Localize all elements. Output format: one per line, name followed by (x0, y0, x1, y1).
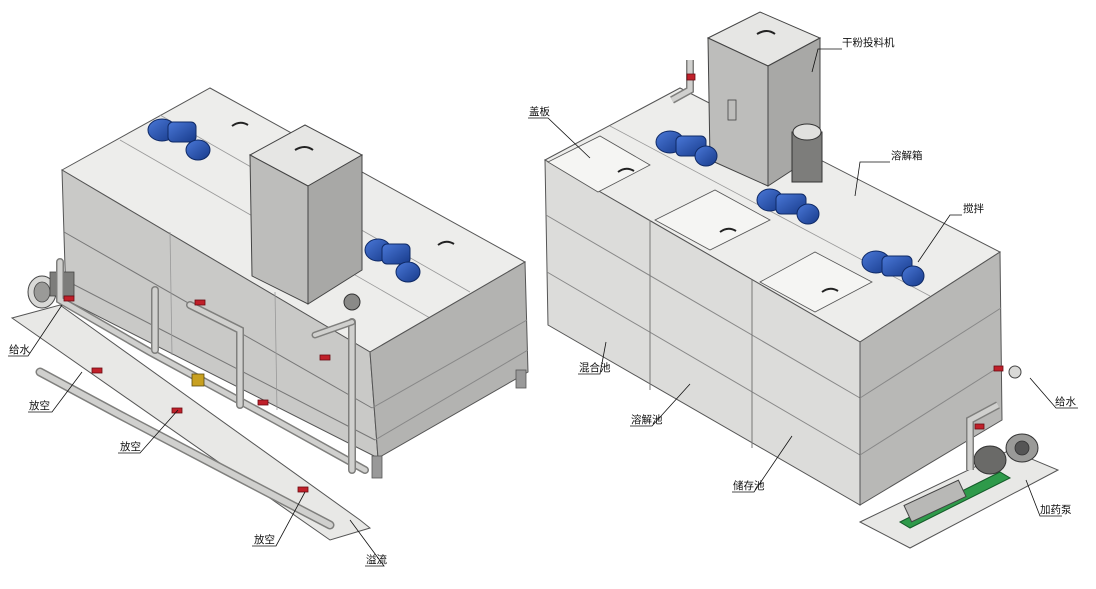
left-base-frame (10, 304, 372, 541)
left-mixer-motor-2 (364, 238, 421, 283)
left-unit: 给水 放空 放空 放空 溢流 (8, 87, 529, 567)
label-dissolving-tank: 溶解箱 (891, 149, 923, 162)
label-overflow: 溢流 (366, 553, 387, 566)
label-water-in-left: 给水 (9, 343, 30, 356)
left-gauge (343, 293, 361, 311)
left-mixer-motor-1 (147, 118, 211, 161)
right-lid-3 (759, 251, 873, 313)
right-mixer-motor-1 (655, 130, 718, 167)
label-drain-3: 放空 (254, 533, 275, 546)
left-valves (63, 295, 331, 493)
label-dissolving-pool: 溶解池 (631, 413, 663, 426)
label-mixing-pool: 混合池 (579, 361, 611, 374)
flowmeter (191, 373, 205, 387)
right-tank-end (859, 251, 1003, 506)
right-lid-1 (547, 135, 651, 193)
label-drain-1: 放空 (29, 399, 50, 412)
right-mixer-motor-3 (861, 250, 925, 287)
right-mixer-motor-2 (756, 188, 820, 225)
left-pipes (35, 258, 369, 530)
label-dry-powder-feeder: 干粉投料机 (842, 36, 895, 49)
left-feeder-side (307, 154, 363, 305)
right-unit: 盖板 干粉投料机 溶解箱 搅拌 混合池 溶解池 储存池 给水 加药泵 (528, 11, 1078, 549)
feeder-drive-motor (791, 123, 823, 183)
label-dosing-pump: 加药泵 (1040, 504, 1072, 516)
label-storage-pool: 储存池 (733, 479, 765, 492)
label-stirring: 搅拌 (963, 202, 984, 215)
left-tank-end (369, 261, 529, 459)
label-cover-plate: 盖板 (529, 105, 550, 118)
label-drain-2: 放空 (120, 440, 141, 453)
right-lid-2 (654, 189, 771, 251)
label-water-in-right: 给水 (1055, 395, 1077, 408)
